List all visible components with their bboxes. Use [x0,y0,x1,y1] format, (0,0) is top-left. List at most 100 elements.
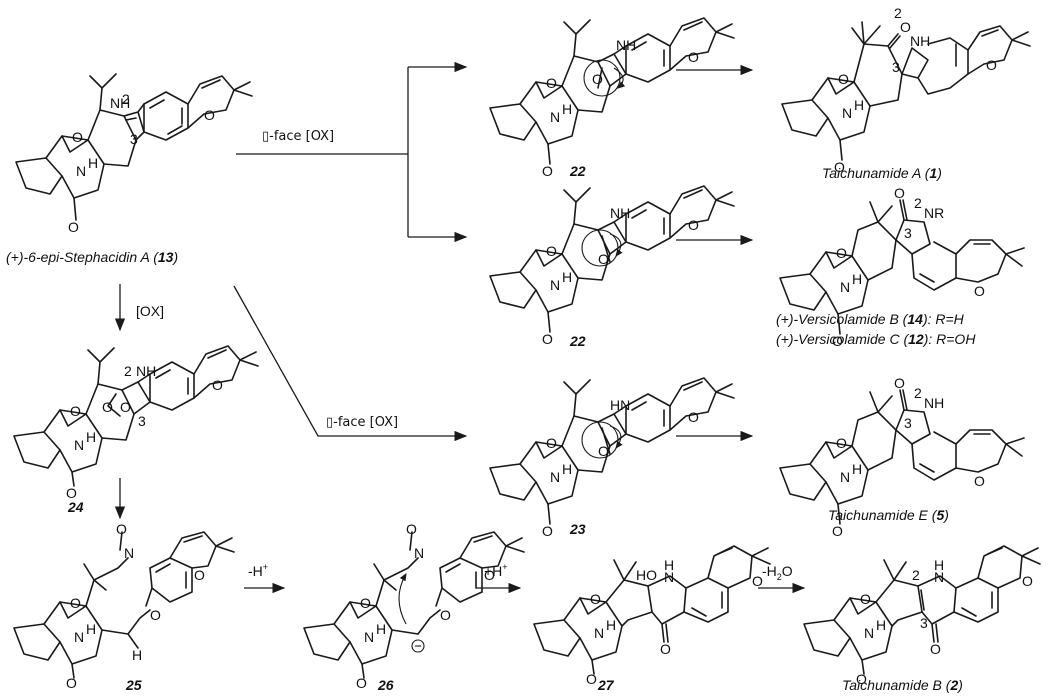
atom-n: N [840,469,850,485]
label-22a: 22 [569,163,586,179]
atom-h: H [852,271,862,287]
atom-o-amide: O [70,595,81,611]
ox-label: [OX] [136,303,164,319]
beta-face-label: ▯-face [OX] [326,415,398,430]
label-26: 26 [377,677,394,693]
atom-h: H [606,617,616,633]
atom-o-ketone: O [660,641,671,657]
atom-o-chromene: O [752,573,763,589]
position-3: 3 [904,225,912,241]
label-25: 25 [125,677,142,693]
atom-o-amide: O [70,403,81,419]
atom-o-chromene: O [688,217,699,233]
caption-taichunamide-a: Taichunamide A (1) [822,165,942,181]
position-2: 2 [124,363,132,379]
atom-n: N [864,625,874,641]
atom-n: N [76,163,86,179]
atom-o-ketone: O [150,607,161,623]
atom-hn: HN [610,397,630,413]
atom-h: H [376,621,386,637]
position-2: 2 [914,195,922,211]
atom-nh: NH [616,37,636,53]
caption-13: (+)-6-epi-Stephacidin A (13) [6,249,178,265]
atom-o-oxindole: O [894,185,905,201]
position-2: 2 [912,567,920,583]
atom-h: H [876,617,886,633]
atom-o-amide: O [546,243,557,259]
atom-o-amide: O [838,71,849,87]
atom-o-oxindole: O [894,375,905,391]
atom-h: H [562,269,572,285]
atom-o-ketone: O [900,19,911,35]
atom-o-peroxide-2: O [120,399,131,415]
position-2: 2 [894,5,902,21]
atom-o-chromene: O [194,567,205,583]
atom-nh: NH [910,33,930,49]
atom-n: N [594,625,604,641]
atom-o-lactam: O [542,331,553,347]
atom-h: H [854,97,864,113]
structure-23: HN O O O N H O [489,377,735,539]
atom-h: H [86,429,96,445]
label-24: 24 [67,499,84,515]
atom-o-lactam: O [66,675,77,691]
position-3: 3 [130,131,138,147]
label-23: 23 [569,521,586,537]
atom-o-amide: O [836,245,847,261]
structure-taichunamide-e: O NH O O N H O 2 3 [779,375,1025,539]
atom-o-lactam: O [68,219,79,235]
structure-taichunamide-a: O NH O O N H O 2 3 [781,5,1031,175]
label-22b: 22 [569,333,586,349]
atom-o-lactam: O [542,163,553,179]
atom-o-epoxide: O [598,443,609,459]
atom-n-ring: N [664,569,674,585]
position-3: 3 [920,615,928,631]
atom-o-lactam: O [834,159,845,175]
atom-h: H [852,461,862,477]
position-2: 2 [122,91,130,107]
atom-o-ketone: O [440,607,451,623]
position-3: 3 [138,413,146,429]
atom-o-peroxide-1: O [102,399,113,415]
structure-24: NH O O O O N H O 2 3 [13,345,259,501]
structure-13: NH O O N H O 2 3 [15,73,253,235]
atom-o-epoxide: O [598,251,609,267]
atom-h: H [562,461,572,477]
atom-n: N [550,109,560,125]
atom-o-lactam: O [356,675,367,691]
atom-o-lactam: O [832,333,843,349]
atom-h: H [86,621,96,637]
atom-o-amide: O [546,435,557,451]
atom-o-epoxide: O [592,71,603,87]
structure-26: N O O O O N H O [303,521,525,691]
structure-22b: NH O O O N H O [489,185,735,347]
structure-25: N O O O O N H H O [13,521,235,691]
minus-h2o-label: -H2O [762,563,793,582]
caption-taichunamide-e: Taichunamide E (5) [828,507,949,523]
caption-versicolamide-c: (+)-Versicolamide C (12): R=OH [776,331,976,347]
atom-n-ring: N [934,569,944,585]
atom-o-amide: O [546,75,557,91]
atom-o-lactam: O [66,485,77,501]
atom-h-nh: H [934,557,944,573]
atom-o-chromene: O [204,107,215,123]
atom-nh: NH [110,95,130,111]
atom-h-nh: H [664,557,674,573]
structure-versicolamide: O NR O O N H O 2 3 [779,185,1025,349]
atom-o-chromene: O [974,283,985,299]
atom-n-amide: N [124,545,134,561]
structure-27: HO N H O O O N H O [533,545,771,687]
atom-h: H [562,101,572,117]
atom-o-chromene: O [484,567,495,583]
structure-22a: NH O O O N H O [489,17,735,179]
atom-nh: NH [136,363,156,379]
atom-o-amide: O [860,591,871,607]
atom-o-chromene: O [1022,573,1033,589]
atom-n: N [840,279,850,295]
atom-o-lactam: O [832,523,843,539]
atom-h: H [88,155,98,171]
atom-nr: NR [924,205,944,221]
atom-o-lactam: O [856,671,867,687]
atom-o-amide: O [360,595,371,611]
